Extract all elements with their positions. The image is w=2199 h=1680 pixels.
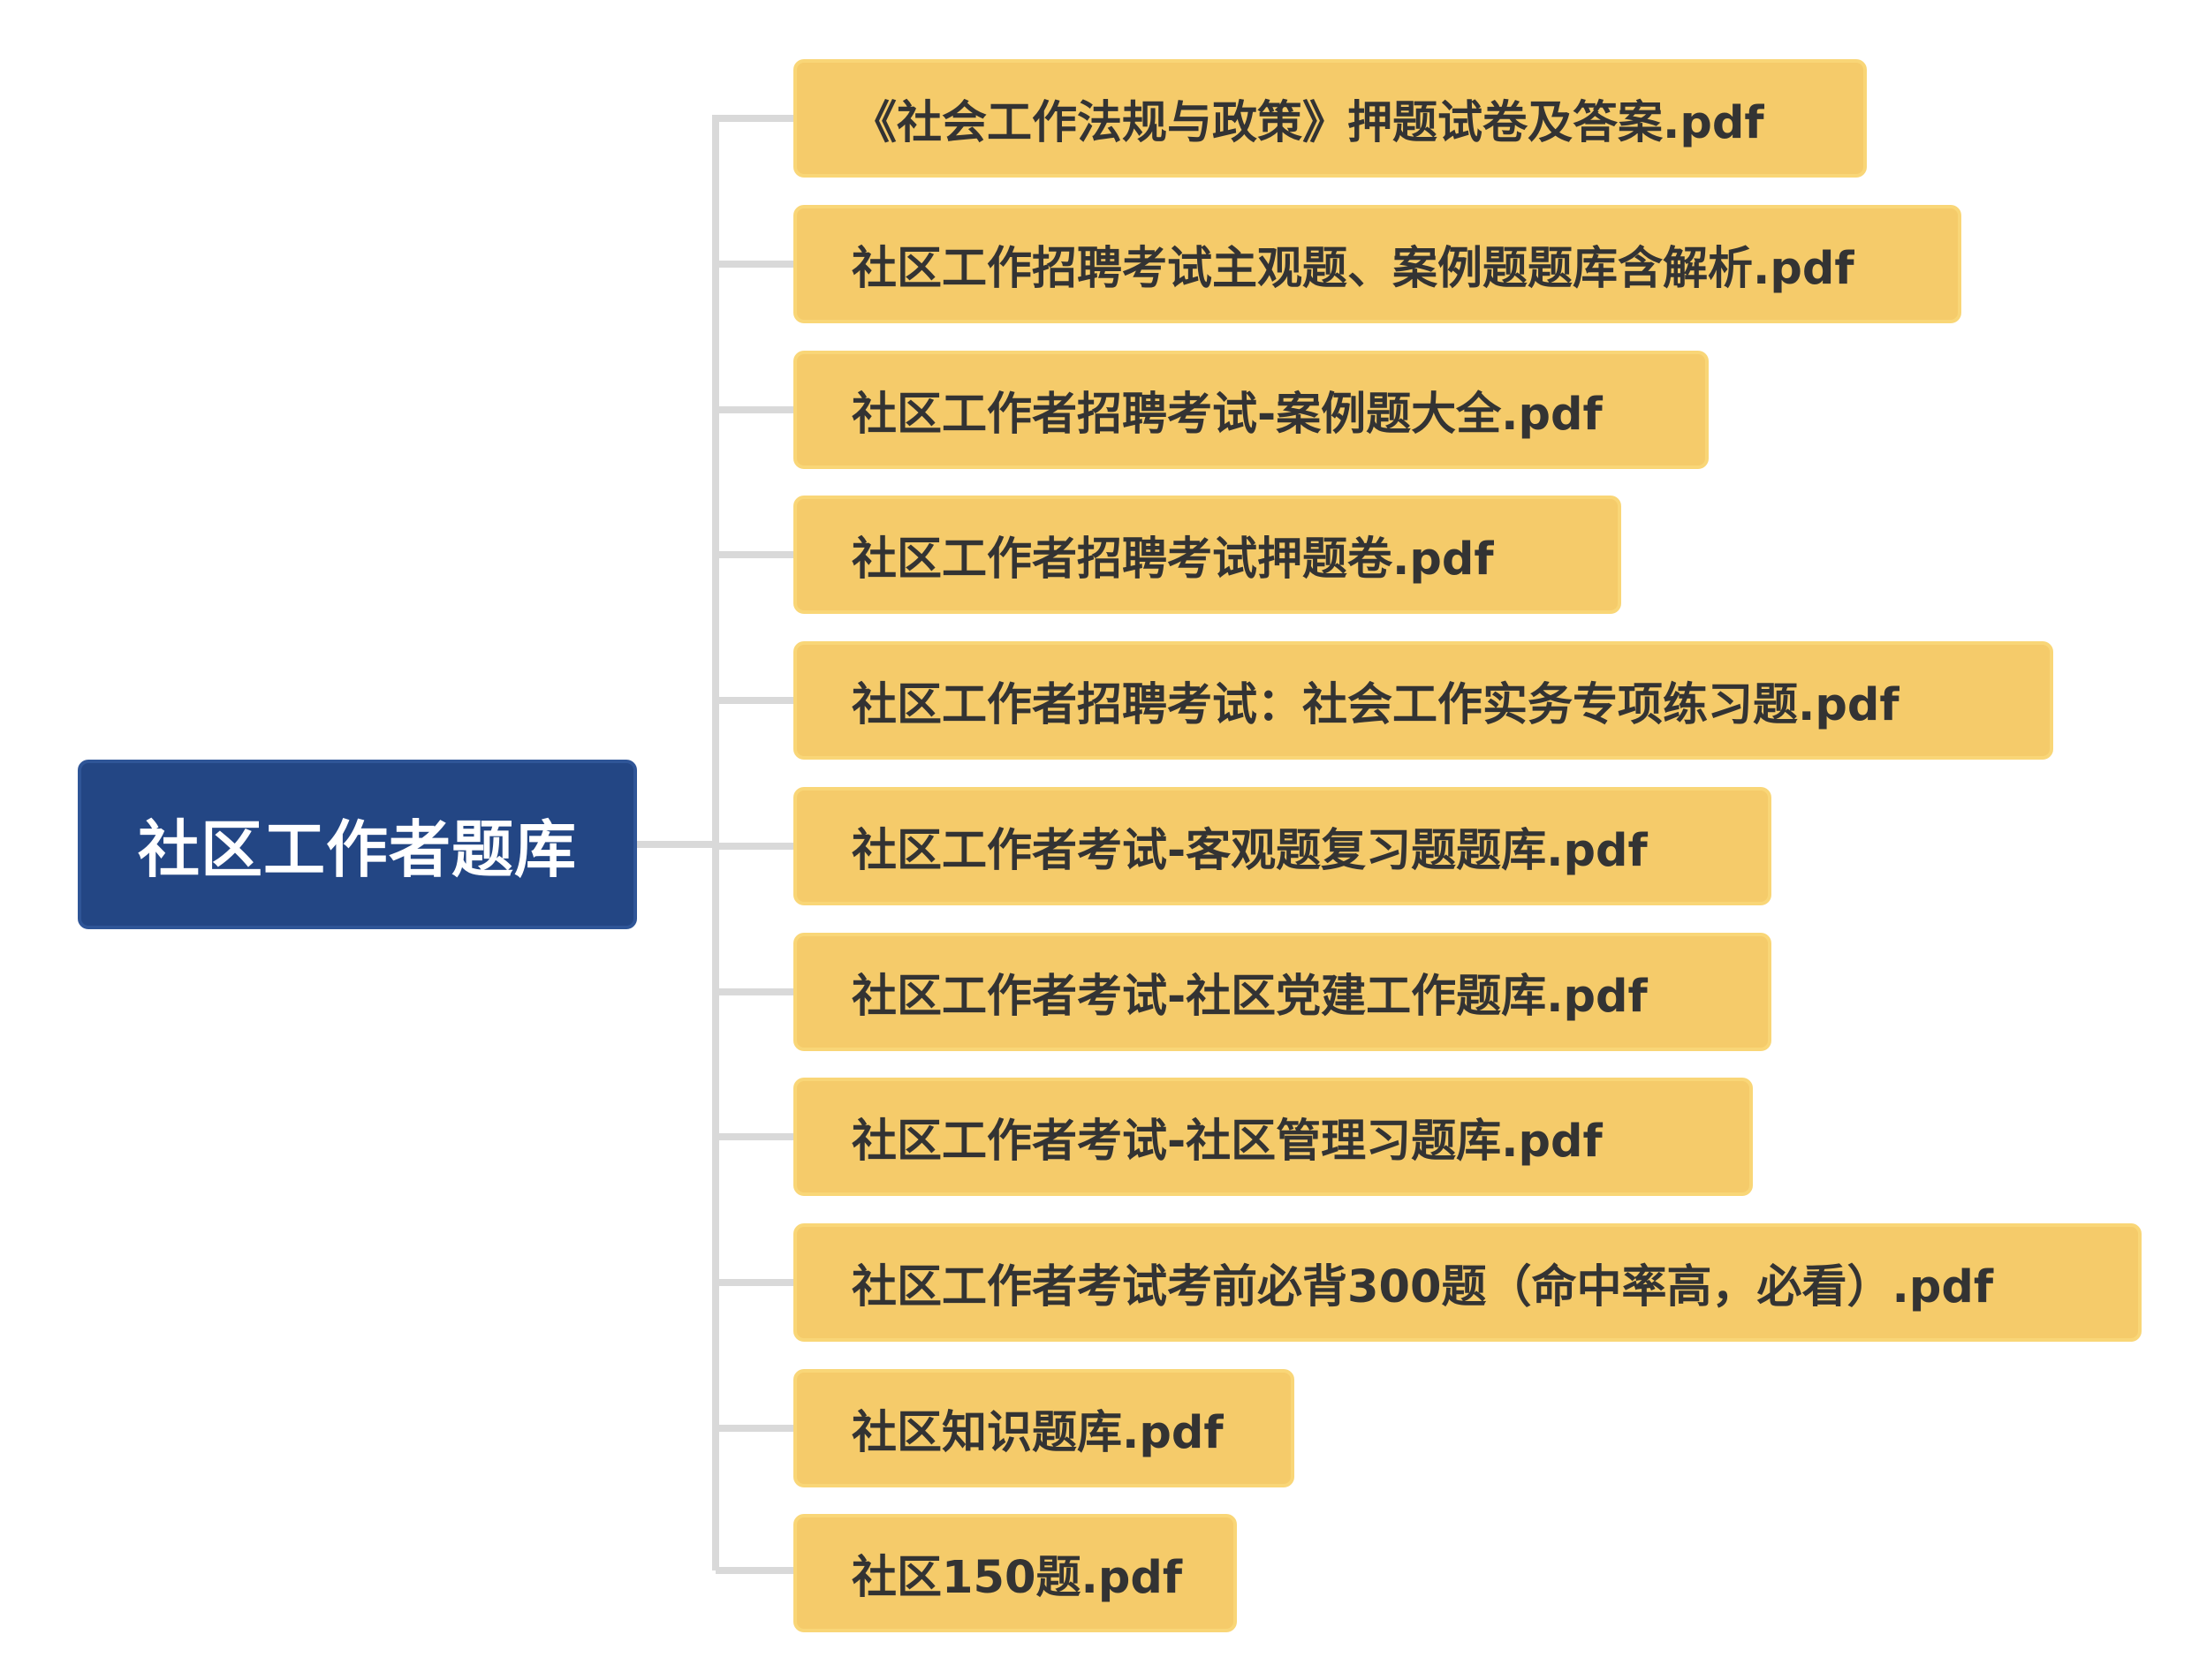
child-topic-node[interactable]: 社区150题.pdf: [793, 1514, 1237, 1632]
child-topic-label: 社区工作者考试-社区管理习题库.pdf: [852, 1116, 1603, 1168]
child-topic-node[interactable]: 社区工作者考试-社区党建工作题库.pdf: [793, 933, 1771, 1051]
child-topic-node[interactable]: 社区工作者考试考前必背300题（命中率高，必看）.pdf: [793, 1223, 2142, 1342]
child-topic-node[interactable]: 社区工作者考试-社区管理习题库.pdf: [793, 1078, 1753, 1196]
root-topic-label: 社区工作者题库: [138, 813, 577, 886]
child-topic-label: 社区150题.pdf: [852, 1552, 1183, 1604]
child-topic-label: 社区工作者招聘考试-案例题大全.pdf: [852, 389, 1603, 441]
child-topic-label: 社区工作者考试-客观题复习题题库.pdf: [852, 825, 1648, 877]
child-topic-label: 社区工作招聘考试主观题、案例题题库含解析.pdf: [852, 243, 1854, 295]
child-topic-node[interactable]: 社区知识题库.pdf: [793, 1369, 1294, 1487]
child-topic-label: 《社会工作法规与政策》押题试卷及答案.pdf: [852, 97, 1764, 149]
child-topic-label: 社区知识题库.pdf: [852, 1407, 1224, 1459]
child-topic-node[interactable]: 社区工作招聘考试主观题、案例题题库含解析.pdf: [793, 205, 1961, 323]
child-topic-label: 社区工作者招聘考试：社会工作实务专项练习题.pdf: [852, 679, 1899, 731]
child-topic-label: 社区工作者考试-社区党建工作题库.pdf: [852, 971, 1648, 1023]
child-topic-node[interactable]: 社区工作者考试-客观题复习题题库.pdf: [793, 787, 1771, 905]
child-topic-node[interactable]: 社区工作者招聘考试押题卷.pdf: [793, 496, 1621, 614]
child-topic-node[interactable]: 社区工作者招聘考试-案例题大全.pdf: [793, 351, 1709, 469]
child-topic-label: 社区工作者考试考前必背300题（命中率高，必看）.pdf: [852, 1261, 1994, 1313]
root-topic-node[interactable]: 社区工作者题库: [78, 760, 637, 929]
child-topic-node[interactable]: 《社会工作法规与政策》押题试卷及答案.pdf: [793, 59, 1867, 178]
child-topic-node[interactable]: 社区工作者招聘考试：社会工作实务专项练习题.pdf: [793, 641, 2053, 760]
child-topic-label: 社区工作者招聘考试押题卷.pdf: [852, 534, 1494, 586]
